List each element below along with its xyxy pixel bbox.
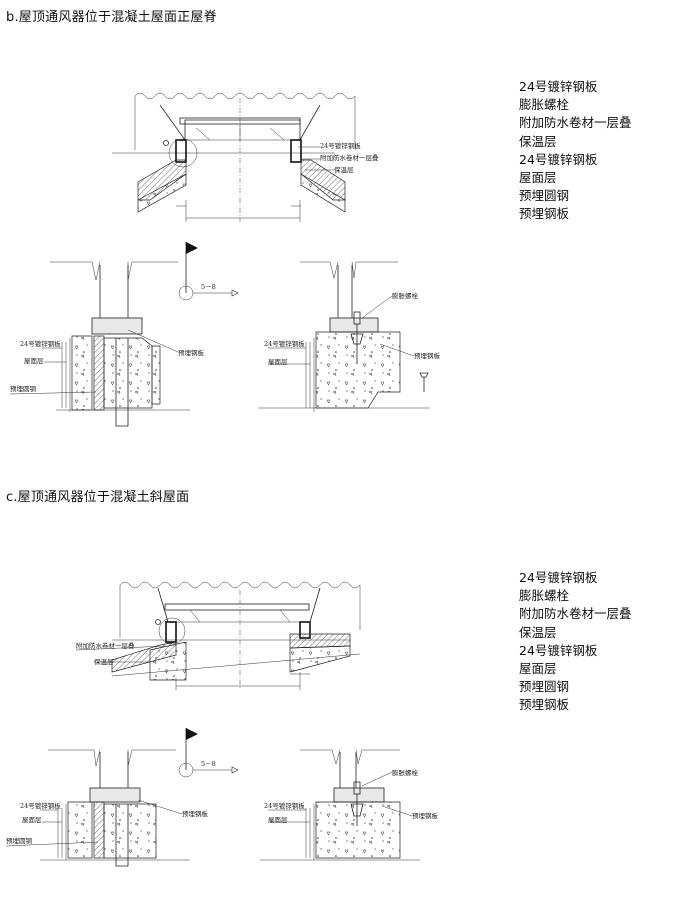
legend-item: 膨胀螺栓	[519, 97, 570, 113]
legend-item: 24号镀锌钢板	[519, 79, 598, 94]
label-expansion-bolt: 膨胀螺栓	[392, 768, 419, 777]
label-waterproof-membrane: 附加防水卷材一层叠	[76, 641, 135, 650]
main-drawing-b: 24号镀锌钢板 附加防水卷材一层叠 保温层	[112, 92, 379, 222]
label-galvanized-sheet: 24号镀锌钢板	[320, 141, 361, 150]
label-embedded-plate: 预埋钢板	[178, 348, 205, 357]
label-galvanized-sheet: 24号镀锌钢板	[264, 801, 305, 810]
section-c-title: c.屋顶通风器位于混凝土斜屋面	[6, 490, 190, 505]
label-insulation: 保温层	[94, 657, 114, 666]
legend-item: 屋面层	[519, 661, 557, 677]
detail-left-c: 5－8 24号镀锌钢板 屋面层 预埋钢板 预埋圆钢	[5, 728, 239, 867]
legend-item: 预埋圆钢	[519, 188, 570, 204]
label-embedded-plate: 预埋钢板	[414, 351, 441, 360]
legend-item: 24号镀锌钢板	[519, 570, 598, 585]
label-embedded-round-steel: 预埋圆钢	[6, 836, 33, 845]
legend-item: 24号镀锌钢板	[519, 642, 598, 658]
legend-item: 保温层	[519, 624, 557, 640]
label-roof-layer: 屋面层	[268, 358, 288, 366]
legend-item: 屋面层	[519, 170, 557, 186]
legend-item: 附加防水卷材一层叠	[519, 115, 632, 131]
label-roof-layer: 屋面层	[268, 816, 288, 824]
label-embedded-plate: 预埋钢板	[182, 809, 209, 818]
section-mark-c: 5－8	[201, 760, 216, 768]
label-expansion-bolt: 膨胀螺栓	[392, 291, 419, 300]
legend-item: 预埋圆钢	[519, 679, 570, 695]
label-galvanized-sheet: 24号镀锌钢板	[20, 801, 61, 810]
detail-right-c: 膨胀螺栓 24号镀锌钢板 屋面层 预埋钢板	[260, 749, 439, 861]
legend-c: 24号镀锌钢板 膨胀螺栓 附加防水卷材一层叠 保温层 24号镀锌钢板 屋面层 预…	[519, 569, 632, 715]
label-roof-layer: 屋面层	[24, 357, 44, 365]
legend-item: 膨胀螺栓	[519, 588, 570, 604]
label-galvanized-sheet: 24号镀锌钢板	[264, 339, 305, 348]
main-drawing-c: 附加防水卷材一层叠 保温层	[75, 581, 361, 690]
legend-item: 保温层	[519, 133, 557, 149]
legend-item: 附加防水卷材一层叠	[519, 606, 632, 622]
label-galvanized-sheet: 24号镀锌钢板	[20, 339, 61, 348]
section-mark-b: 5－8	[201, 283, 216, 291]
label-waterproof-membrane: 附加防水卷材一层叠	[320, 153, 379, 162]
detail-left-b: 5－8 24号镀锌钢板 屋面层 预埋钢板 预埋圆钢	[9, 242, 239, 427]
legend-b: 24号镀锌钢板 膨胀螺栓 附加防水卷材一层叠 保温层 24号镀锌钢板 屋面层 预…	[519, 78, 632, 224]
legend-item: 预埋钢板	[519, 697, 570, 713]
legend-item: 24号镀锌钢板	[519, 151, 598, 167]
label-insulation: 保温层	[334, 165, 354, 174]
section-b-title: b.屋顶通风器位于混凝土屋面正屋脊	[6, 10, 217, 25]
legend-item: 预埋钢板	[519, 206, 570, 222]
label-roof-layer: 屋面层	[22, 816, 42, 824]
label-embedded-plate: 预埋钢板	[412, 811, 439, 820]
label-embedded-round-steel: 预埋圆钢	[10, 384, 37, 393]
detail-right-b: 膨胀螺栓 24号镀锌钢板 屋面层 预埋钢板	[258, 261, 441, 412]
